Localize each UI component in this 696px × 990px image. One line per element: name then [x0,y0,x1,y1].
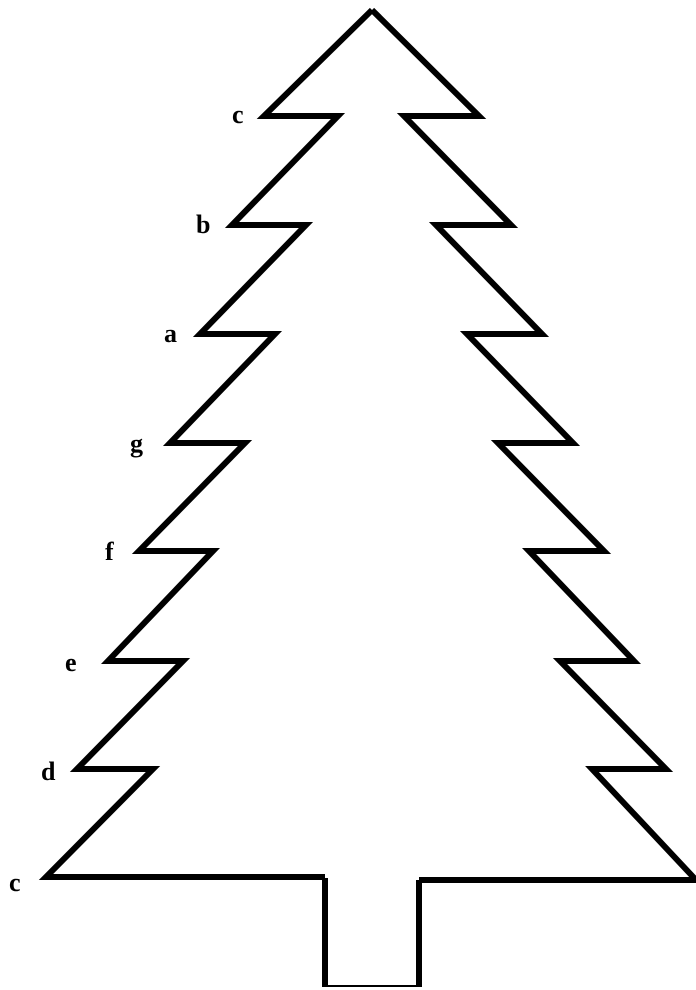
branch-label-6: e [65,648,77,677]
branch-label-1: c [232,100,244,129]
branch-label-3: a [164,319,177,348]
branch-label-4: g [130,429,143,458]
branch-label-2: b [196,210,210,239]
tree-outline-right [369,7,696,883]
branch-label-5: f [105,537,114,566]
branch-label-8: c [9,868,21,897]
branch-label-7: d [41,757,56,786]
tree-outline-left [38,7,375,880]
